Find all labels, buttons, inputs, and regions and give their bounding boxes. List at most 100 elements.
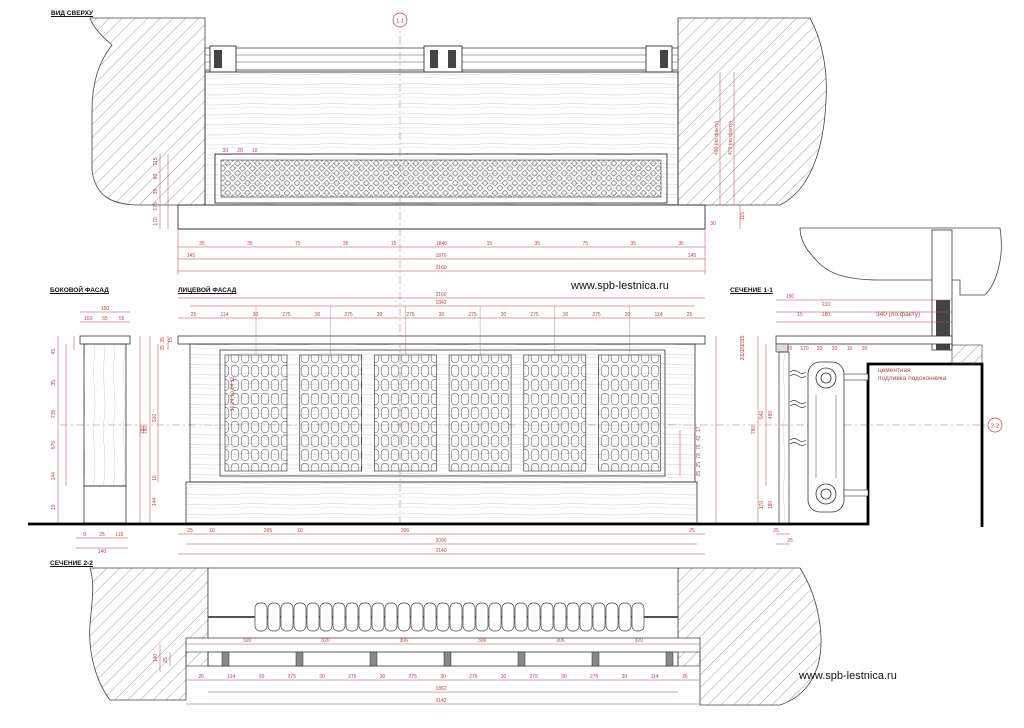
section-2-2-profile <box>207 651 679 667</box>
dimension-label: 265 <box>264 528 273 534</box>
dimension-label: 30 <box>259 674 265 680</box>
radiator-rib <box>410 602 424 632</box>
section-marker-1-1: 1-1 <box>392 12 408 28</box>
dimension-label: 75 <box>582 241 588 247</box>
dimension-label: 55 <box>119 316 125 322</box>
dimension-label: 170 <box>800 346 809 352</box>
section-wall-outline <box>740 362 984 527</box>
dimension-label: 30 <box>501 312 507 318</box>
radiator-rib <box>553 602 567 632</box>
dimension-label: 2142 <box>435 698 446 704</box>
dimension-label: 25 <box>696 471 702 477</box>
radiator-rib <box>345 602 359 632</box>
dimension-label: 10 <box>252 148 258 154</box>
dimension-label: 45 <box>51 349 57 355</box>
wall-left-top <box>89 17 206 206</box>
radiator-rib <box>254 602 268 632</box>
dimension-label: 10 <box>230 405 236 411</box>
front-grille-area <box>219 349 666 477</box>
front-plinth <box>185 481 698 524</box>
front-panels <box>224 306 661 472</box>
radiator-rib <box>293 602 307 632</box>
dimension-label: 30 <box>439 312 445 318</box>
dimension-label: 15 <box>797 312 803 318</box>
dimension-label: 25 <box>687 312 693 318</box>
dimension-label: 275 <box>409 674 418 680</box>
dimension-label: 275 <box>592 312 601 318</box>
radiator-rib <box>319 602 333 632</box>
radiator-rib <box>566 602 580 632</box>
dimension-label: 12 <box>230 377 236 383</box>
dimension-label: 140 <box>98 549 107 555</box>
dimension-label: 144 <box>51 472 57 481</box>
front-top-board <box>177 335 706 345</box>
note-sill-grout-line2: подливка подоконника <box>878 375 947 382</box>
radiator-rib <box>475 602 489 632</box>
radiator-rib <box>306 602 320 632</box>
radiator-rib <box>527 602 541 632</box>
radiator-rib <box>605 602 619 632</box>
dimension-label: 170 <box>153 217 159 226</box>
dimension-label: 2160 <box>435 292 446 298</box>
section-marker-1-1-label: 1-1 <box>396 19 404 25</box>
dimension-label: 15 <box>740 335 746 341</box>
section-marker-2-2-label: 2-2 <box>991 424 999 430</box>
label-side-facade: БОКОВОЙ ФАСАД <box>50 287 109 294</box>
dimension-label: 10 <box>847 346 853 352</box>
radiator-rib <box>280 602 294 632</box>
label-section-1-1: СЕЧЕНИЕ 1-1 <box>730 287 773 294</box>
dimension-label: 35 <box>343 241 349 247</box>
grille-panel <box>598 354 661 472</box>
dimension-label: 306 <box>478 638 487 644</box>
dimension-label: 35 <box>535 241 541 247</box>
grille-panel <box>299 354 363 472</box>
dimension-label: 35 <box>153 189 159 195</box>
dimension-label: 30 <box>380 674 386 680</box>
dimension-label: 20 <box>740 345 746 351</box>
dimension-label: 78 <box>696 453 702 459</box>
radiator-rib <box>618 602 632 632</box>
dimension-label: 275 <box>344 312 353 318</box>
dimension-label: 180 <box>822 312 831 318</box>
grille-panel <box>374 354 437 472</box>
radiator-rib <box>267 602 281 632</box>
dimension-label: 15 <box>168 337 174 343</box>
dimension-label: 10 <box>230 391 236 397</box>
dimension-label: 510 <box>152 414 158 423</box>
dimension-label: 145 <box>688 253 697 259</box>
dimension-label: 30 <box>315 312 321 318</box>
dimension-label: 306 <box>401 528 410 534</box>
dimension-label: 540 <box>759 411 765 420</box>
radiator-rib <box>540 602 554 632</box>
dimension-label: 15 <box>391 241 397 247</box>
window-profile-right <box>645 45 673 73</box>
dimension-label: 24 <box>230 398 236 404</box>
dimension-label: 20 <box>740 355 746 361</box>
grille-panel <box>523 354 587 472</box>
dimension-label: 180 <box>768 501 774 510</box>
label-front-facade: ЛИЦЕВОЙ ФАСАД <box>178 287 237 294</box>
label-top-view: ВИД СВЕРХУ <box>51 10 93 17</box>
dimension-label: 76 <box>696 444 702 450</box>
dimension-label: 16 <box>152 475 158 481</box>
dimension-label: 575 <box>51 441 57 450</box>
dimension-label: 1840 <box>436 241 447 247</box>
dimension-label: 35 <box>160 337 166 343</box>
section-post <box>517 651 526 667</box>
dimension-label: 275 <box>282 312 291 318</box>
dimension-label: 30 <box>563 312 569 318</box>
dimension-label: 150 <box>786 294 795 300</box>
watermark-url-top: www.spb-lestnica.ru <box>571 280 669 292</box>
dimension-label: 25 <box>773 528 779 534</box>
dimension-label: 20 <box>817 346 823 352</box>
dimension-label: 10 <box>297 528 303 534</box>
dimension-label: 2140 <box>435 548 446 554</box>
dimension-label: 10 <box>209 528 215 534</box>
dimension-label: 42 <box>696 435 702 441</box>
label-section-2-2: СЕЧЕНИЕ 2-2 <box>50 560 93 567</box>
dimension-label: 275 <box>406 312 415 318</box>
